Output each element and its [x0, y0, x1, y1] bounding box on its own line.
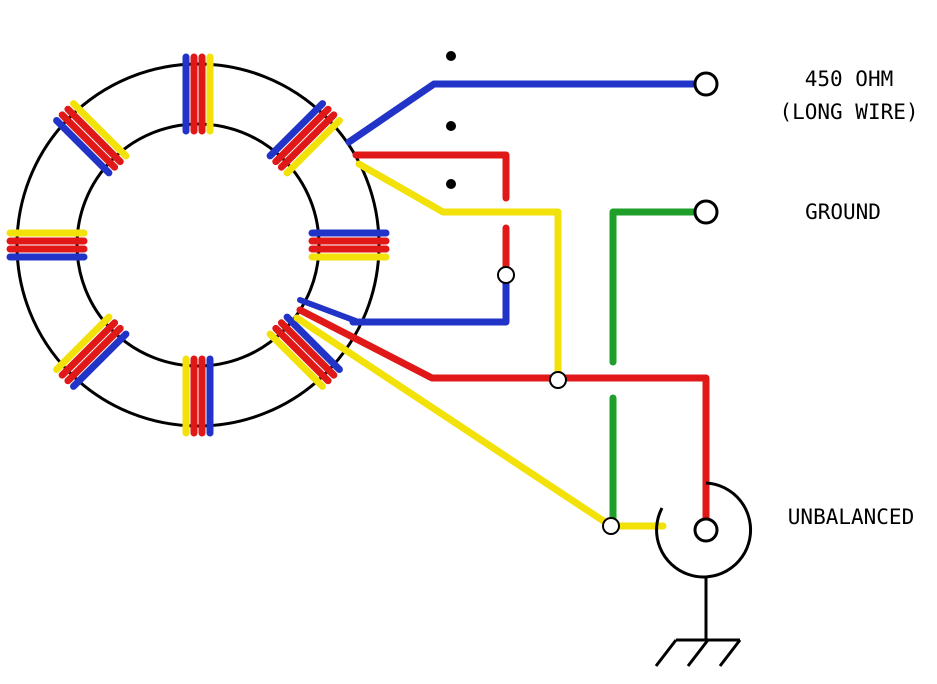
winding-wire-yellow — [266, 330, 326, 390]
junction-yellow-green — [602, 517, 620, 535]
phasing-dot-yellow — [446, 179, 456, 189]
winding-group — [266, 313, 343, 390]
blue-wire-to-junction — [349, 271, 510, 326]
winding-wire-yellow — [283, 117, 343, 177]
green-ground-wire-upper — [609, 208, 710, 366]
long-wire-terminal — [693, 71, 719, 97]
winding-wire-red — [58, 319, 119, 379]
winding-wire-red — [272, 324, 332, 385]
winding-wire-blue — [70, 330, 130, 390]
toroid-windings — [6, 53, 390, 437]
winding-wire-red — [277, 319, 338, 379]
winding-wire-red — [64, 324, 124, 385]
winding-group — [308, 229, 390, 261]
ground-terminal — [693, 199, 719, 225]
winding-wire-yellow — [53, 313, 113, 373]
ground-label: GROUND — [805, 200, 881, 224]
yellow-wire-upper — [355, 160, 562, 384]
phasing-dot-blue — [446, 51, 456, 61]
winding-wire-yellow — [70, 100, 130, 160]
coax-connector — [655, 481, 753, 579]
blue-wire-to-long-wire — [345, 80, 710, 146]
winding-group — [182, 53, 214, 135]
toroid-core — [15, 62, 381, 428]
earth-ground-symbol — [654, 577, 742, 667]
winding-wire-red — [277, 111, 338, 171]
yellow-wire-to-shield — [293, 314, 667, 530]
coax-shield-arc — [655, 481, 753, 579]
winding-wire-blue — [53, 117, 113, 177]
winding-wire-red — [272, 105, 332, 166]
winding-group — [6, 229, 88, 261]
winding-wire-red — [64, 105, 124, 166]
red-wire-to-unbalanced — [296, 306, 710, 531]
winding-group — [53, 100, 130, 177]
toroid-inner-edge — [75, 122, 321, 368]
blue-lead-lower — [297, 297, 359, 324]
ohm-label: 450 OHM — [805, 67, 894, 91]
red-wire-upper — [352, 151, 510, 202]
junction-blue-red — [497, 266, 515, 284]
unbalanced-label: UNBALANCED — [788, 505, 914, 529]
winding-wire-blue — [266, 100, 326, 160]
long-wire-label: (LONG WIRE) — [779, 100, 918, 124]
winding-wire-blue — [283, 313, 343, 373]
winding-group — [182, 355, 214, 437]
phasing-dot-red — [446, 121, 456, 131]
winding-wire-red — [58, 111, 119, 171]
phasing-dots — [446, 51, 456, 189]
junction-yellow-red — [549, 371, 567, 389]
coax-center-pin — [693, 517, 719, 543]
winding-group — [53, 313, 130, 390]
winding-group — [266, 100, 343, 177]
